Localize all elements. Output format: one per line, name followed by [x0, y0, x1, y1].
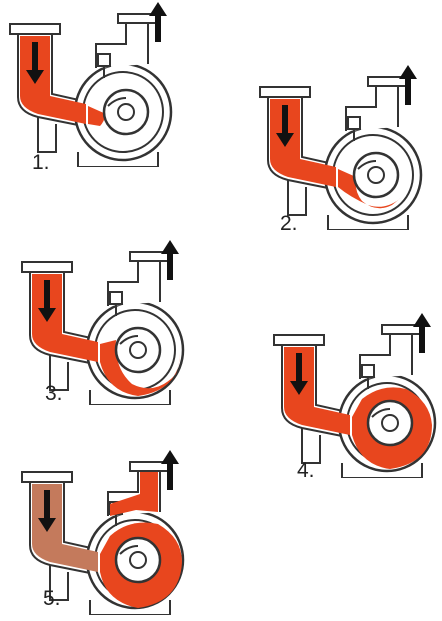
pump-diagram — [20, 240, 195, 405]
pump-step-3: 3. — [20, 240, 195, 405]
step-number: 1. — [32, 152, 50, 173]
step-number: 4. — [297, 460, 315, 481]
pump-step-4: 4. — [272, 313, 442, 478]
pump-step-5: 5. — [20, 450, 195, 615]
pump-step-2: 2. — [258, 65, 433, 230]
step-number: 3. — [45, 383, 63, 404]
pump-diagram — [8, 2, 183, 167]
pump-step-1: 1. — [8, 2, 183, 167]
step-number: 2. — [280, 213, 298, 234]
pump-diagram — [272, 313, 442, 478]
pump-diagram — [258, 65, 433, 230]
step-number: 5. — [43, 588, 61, 609]
